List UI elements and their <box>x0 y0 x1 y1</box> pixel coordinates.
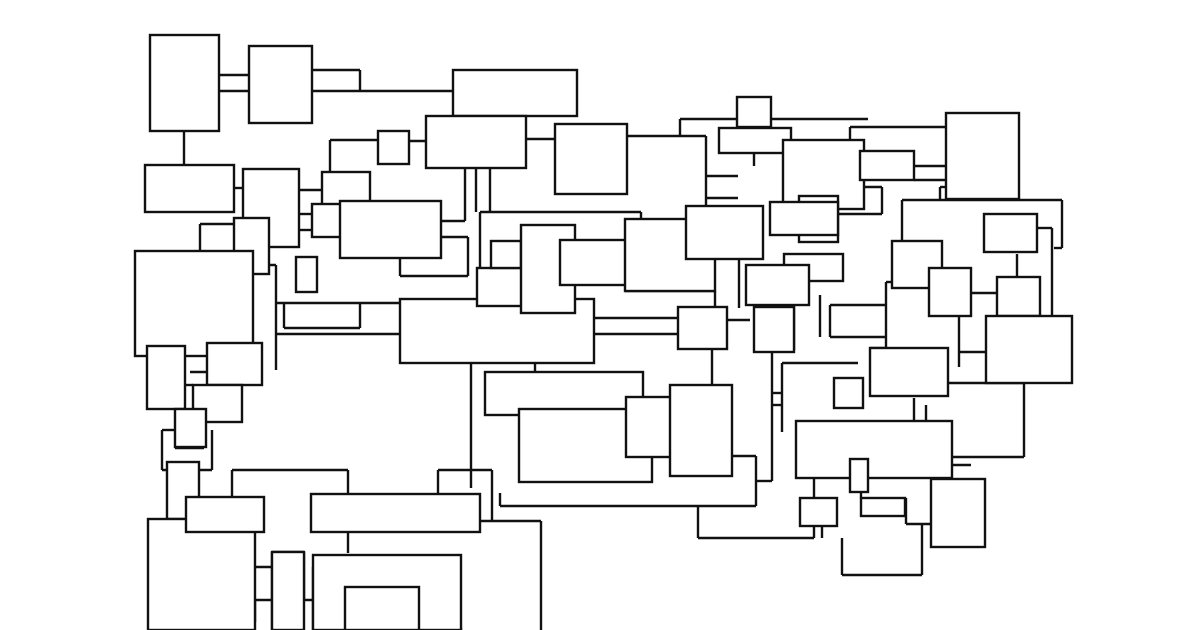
diagram-box <box>752 305 796 354</box>
diagram-box <box>944 111 1021 201</box>
diagram-box <box>984 314 1074 385</box>
diagram-box <box>868 346 950 398</box>
diagram-box <box>451 68 579 118</box>
diagram-box <box>929 477 987 549</box>
diagram-box <box>768 200 840 237</box>
diagram-box <box>146 517 257 630</box>
diagram-box <box>145 344 187 411</box>
diagram-box <box>744 263 811 307</box>
diagram-box <box>376 129 411 166</box>
diagram-box <box>489 239 523 270</box>
diagram-box <box>859 496 907 518</box>
diagram-box <box>133 249 255 358</box>
diagram-box <box>668 383 734 478</box>
diagram-box <box>205 341 264 387</box>
diagram-box <box>735 95 773 129</box>
diagram-box <box>338 199 443 260</box>
diagram-box <box>173 407 208 449</box>
diagram-box <box>684 204 765 261</box>
diagram-box <box>143 163 236 214</box>
diagram-box <box>343 585 421 630</box>
diagram-box <box>424 114 528 170</box>
diagram-box <box>270 550 306 630</box>
diagram-box <box>717 126 793 155</box>
diagram-box <box>148 33 221 133</box>
diagram-box <box>309 492 482 534</box>
diagram-box <box>553 122 629 196</box>
diagram-box <box>858 149 916 182</box>
diagram-box <box>832 376 865 410</box>
diagram-box <box>247 44 314 125</box>
diagram-box <box>848 457 870 494</box>
diagram-box <box>798 496 839 528</box>
diagram-box <box>794 419 954 480</box>
box-layer <box>133 33 1074 630</box>
diagram-box <box>294 255 319 294</box>
diagram-box <box>191 383 244 424</box>
diagram-box <box>927 266 973 318</box>
diagram-box <box>184 495 266 534</box>
diagram-box <box>995 275 1042 318</box>
diagram-box <box>676 305 729 351</box>
diagram-box <box>982 212 1039 254</box>
